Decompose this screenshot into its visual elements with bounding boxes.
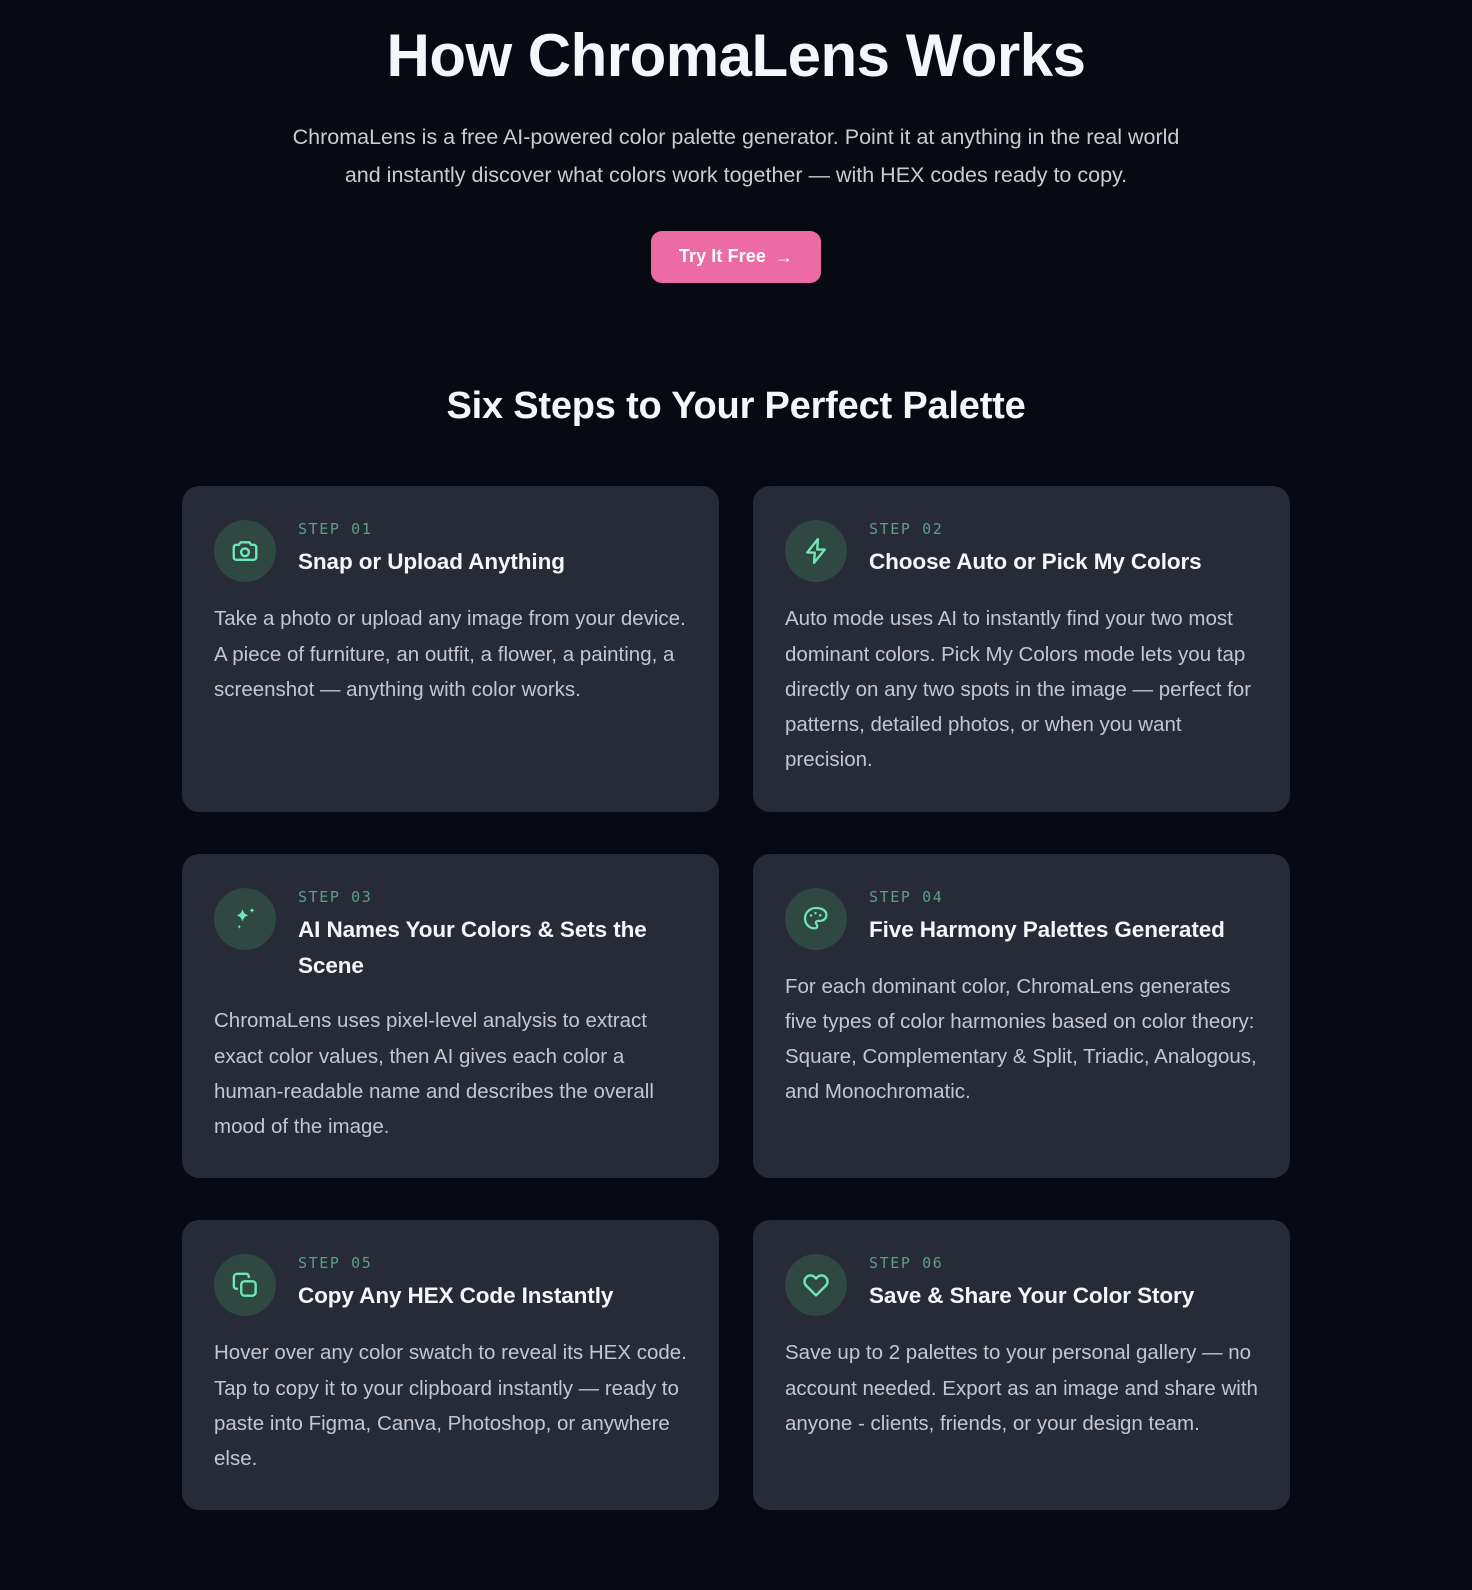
step-label: STEP 04 bbox=[869, 887, 944, 906]
copy-icon bbox=[214, 1254, 276, 1317]
card-header-text: STEP 06 Save & Share Your Color Story bbox=[869, 1252, 1194, 1314]
step-label: STEP 02 bbox=[869, 520, 944, 539]
step-description: ChromaLens uses pixel-level analysis to … bbox=[214, 1009, 654, 1139]
step-label: STEP 01 bbox=[298, 520, 373, 539]
step-card-03[interactable]: STEP 03 AI Names Your Colors & Sets the … bbox=[182, 853, 719, 1179]
card-header-text: STEP 05 Copy Any HEX Code Instantly bbox=[298, 1252, 613, 1314]
step-description: Auto mode uses AI to instantly find your… bbox=[785, 607, 1252, 772]
step-card-01[interactable]: STEP 01 Snap or Upload Anything Take a p… bbox=[182, 486, 719, 812]
step-title: AI Names Your Colors & Sets the Scene bbox=[298, 916, 647, 979]
card-header-text: STEP 02 Choose Auto or Pick My Colors bbox=[869, 518, 1202, 580]
heart-icon bbox=[785, 1254, 847, 1317]
arrow-right-icon: → bbox=[775, 246, 794, 267]
step-card-05[interactable]: STEP 05 Copy Any HEX Code Instantly Hove… bbox=[182, 1220, 719, 1511]
card-header-text: STEP 01 Snap or Upload Anything bbox=[298, 518, 565, 580]
step-description: Save up to 2 palettes to your personal g… bbox=[785, 1341, 1258, 1435]
card-header: STEP 02 Choose Auto or Pick My Colors bbox=[785, 518, 1258, 583]
card-header: STEP 03 AI Names Your Colors & Sets the … bbox=[214, 886, 687, 985]
step-card-04[interactable]: STEP 04 Five Harmony Palettes Generated … bbox=[753, 853, 1290, 1179]
palette-icon bbox=[785, 887, 847, 950]
step-title: Choose Auto or Pick My Colors bbox=[869, 549, 1202, 575]
hero-subtitle: ChromaLens is a free AI-powered color pa… bbox=[292, 124, 1180, 188]
step-label: STEP 03 bbox=[298, 887, 373, 906]
step-title: Snap or Upload Anything bbox=[298, 549, 565, 575]
step-title: Save & Share Your Color Story bbox=[869, 1283, 1195, 1309]
step-label: STEP 05 bbox=[298, 1254, 373, 1273]
cta-label: Try It Free bbox=[678, 246, 767, 267]
step-card-06[interactable]: STEP 06 Save & Share Your Color Story Sa… bbox=[753, 1220, 1290, 1511]
step-description: For each dominant color, ChromaLens gene… bbox=[785, 974, 1257, 1104]
card-header: STEP 01 Snap or Upload Anything bbox=[214, 518, 687, 583]
step-title: Five Harmony Palettes Generated bbox=[869, 916, 1225, 942]
page-title: How ChromaLens Works bbox=[386, 22, 1086, 89]
steps-grid: STEP 01 Snap or Upload Anything Take a p… bbox=[182, 486, 1290, 1511]
card-header-text: STEP 03 AI Names Your Colors & Sets the … bbox=[298, 886, 687, 985]
step-title: Copy Any HEX Code Instantly bbox=[298, 1283, 614, 1309]
card-header: STEP 06 Save & Share Your Color Story bbox=[785, 1252, 1258, 1317]
step-description: Take a photo or upload any image from yo… bbox=[214, 607, 686, 701]
try-it-free-button[interactable]: Try It Free → bbox=[650, 231, 822, 284]
card-header: STEP 05 Copy Any HEX Code Instantly bbox=[214, 1252, 687, 1317]
hero-section: How ChromaLens Works ChromaLens is a fre… bbox=[0, 0, 1472, 284]
lightning-bolt-icon bbox=[785, 520, 847, 583]
cta-container: Try It Free → bbox=[0, 231, 1472, 284]
step-label: STEP 06 bbox=[869, 1254, 944, 1273]
camera-icon bbox=[214, 520, 276, 583]
card-header: STEP 04 Five Harmony Palettes Generated bbox=[785, 886, 1258, 950]
steps-section-heading: Six Steps to Your Perfect Palette bbox=[446, 385, 1026, 428]
step-card-02[interactable]: STEP 02 Choose Auto or Pick My Colors Au… bbox=[753, 486, 1290, 812]
how-it-works-page: How ChromaLens Works ChromaLens is a fre… bbox=[0, 0, 1472, 1511]
step-description: Hover over any color swatch to reveal it… bbox=[214, 1341, 687, 1471]
card-header-text: STEP 04 Five Harmony Palettes Generated bbox=[869, 886, 1225, 948]
sparkles-icon bbox=[214, 887, 276, 950]
